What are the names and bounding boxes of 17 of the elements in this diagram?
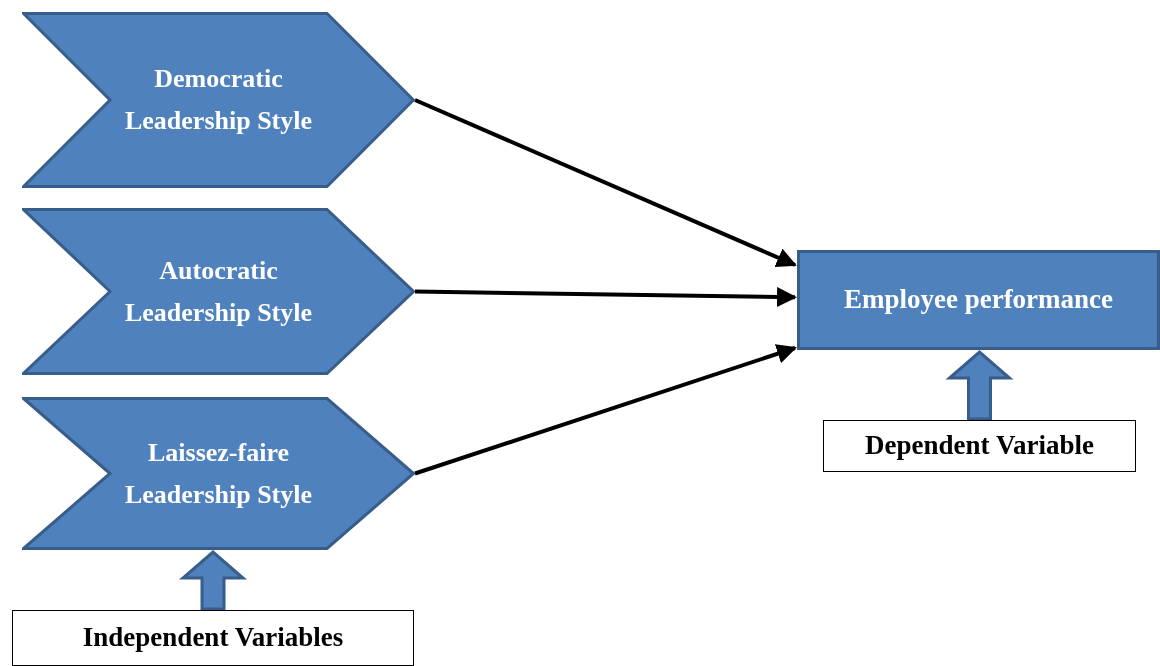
node-label: Laissez-faire Leadership Style (123, 436, 314, 511)
chevron-shape (22, 208, 415, 375)
label-box (823, 420, 1136, 472)
node-label: Dependent Variable (865, 429, 1094, 463)
block-arrow (945, 350, 1014, 421)
chevron-shape (22, 397, 415, 550)
label-box (12, 610, 414, 666)
block-arrow (178, 550, 248, 611)
chevron-shape (22, 12, 415, 188)
arrow (414, 344, 797, 476)
process-box (797, 250, 1160, 350)
node-label: Employee performance (843, 283, 1114, 317)
node-label: Autocratic Leadership Style (123, 254, 314, 329)
arrow (414, 286, 797, 307)
node-label: Democratic Leadership Style (123, 63, 314, 137)
node-label: Independent Variables (82, 621, 344, 655)
arrow (414, 98, 797, 267)
